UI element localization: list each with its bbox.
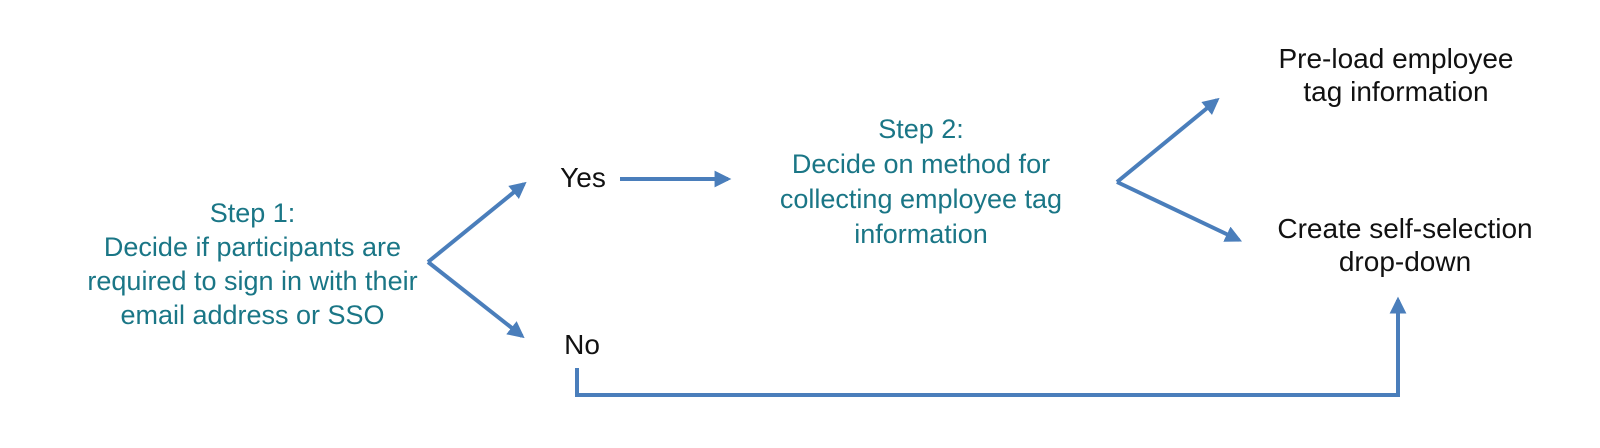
step1-line: required to sign in with their bbox=[87, 266, 418, 296]
step2-line: information bbox=[854, 219, 988, 249]
step1-line: Decide if participants are bbox=[103, 232, 402, 262]
step2-line: Step 2: bbox=[878, 114, 964, 144]
arrow-step1-to-yes bbox=[426, 181, 527, 264]
arrow-no-to-create bbox=[575, 296, 1407, 397]
arrow-step2-to-preload bbox=[1115, 97, 1220, 184]
step2-line: collecting employee tag bbox=[779, 184, 1063, 214]
arrow-step1-to-no bbox=[426, 260, 525, 339]
step1-node: Step 1: Decide if participants are requi… bbox=[45, 196, 460, 332]
create-line: Create self-selection bbox=[1277, 213, 1533, 244]
step2-line: Decide on method for bbox=[791, 149, 1051, 179]
no-branch-label: No bbox=[564, 329, 600, 360]
step1-line: email address or SSO bbox=[120, 300, 385, 330]
preload-line: tag information bbox=[1303, 76, 1489, 107]
yes-branch-label: Yes bbox=[560, 162, 606, 193]
create-line: drop-down bbox=[1338, 246, 1472, 277]
preload-outcome-node: Pre-load employee tag information bbox=[1246, 42, 1546, 108]
preload-line: Pre-load employee bbox=[1278, 43, 1514, 74]
step2-node: Step 2: Decide on method for collecting … bbox=[740, 112, 1102, 252]
step1-line: Step 1: bbox=[209, 198, 296, 228]
arrow-step2-to-create bbox=[1116, 180, 1243, 242]
create-dropdown-outcome-node: Create self-selection drop-down bbox=[1255, 212, 1555, 278]
